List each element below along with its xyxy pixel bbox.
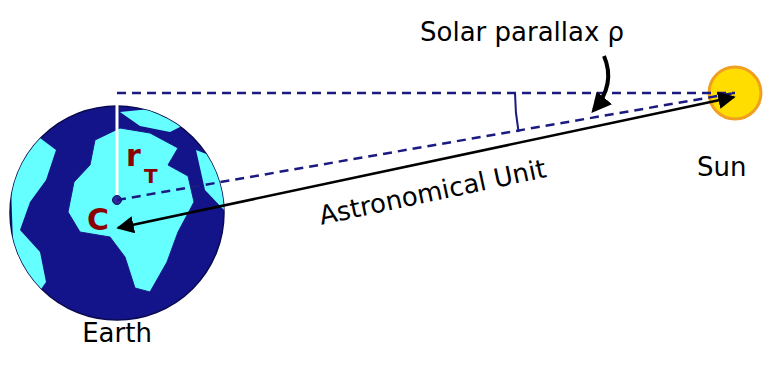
star-name: Sun: [697, 153, 746, 182]
center-label: C: [87, 203, 109, 236]
angle-label: Solar parallax ρ: [420, 18, 624, 47]
distance-label: Astronomical Unit: [316, 154, 548, 230]
pointer-arrow: [594, 56, 608, 110]
earth-node: rTCEarth: [9, 105, 225, 321]
sun-disc: [707, 65, 763, 121]
dashed-sightline: [117, 92, 735, 95]
radius-symbol: r: [126, 139, 141, 172]
earth-disc: [9, 105, 225, 321]
radius-subscript: T: [144, 165, 158, 187]
planet-name: Earth: [82, 319, 152, 348]
angle-arc: [515, 93, 519, 132]
sun-node: Sun: [707, 65, 763, 121]
